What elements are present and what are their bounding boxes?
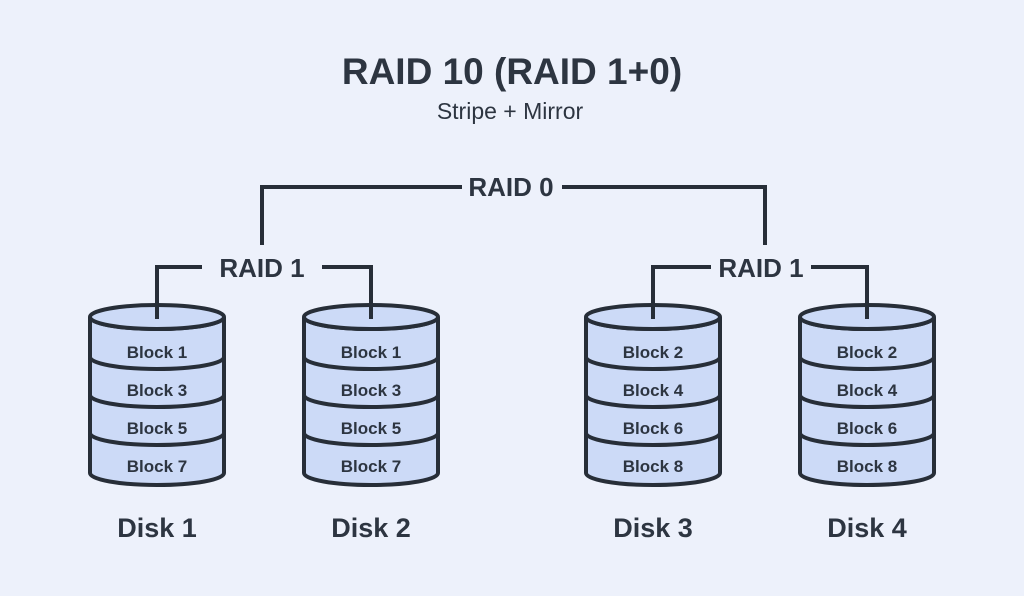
disk-divider xyxy=(88,432,226,447)
raid1-right-connector-disk3 xyxy=(651,265,711,319)
disk-name-label: Disk 3 xyxy=(613,513,693,543)
disk-block-label: Block 4 xyxy=(623,381,684,400)
raid0-label: RAID 0 xyxy=(468,172,553,202)
raid1-left-connector-disk1 xyxy=(155,265,202,319)
disk-block-label: Block 1 xyxy=(341,343,401,362)
disk-divider xyxy=(302,394,440,409)
disk-block-label: Block 7 xyxy=(127,457,187,476)
disk-divider xyxy=(88,394,226,409)
raid1-left-label: RAID 1 xyxy=(219,253,304,283)
disk-4: Block 2 Block 4 Block 6 Block 8 Disk 4 xyxy=(798,303,936,543)
disk-divider xyxy=(798,356,936,371)
disk-divider xyxy=(302,356,440,371)
disk-block-label: Block 5 xyxy=(127,419,187,438)
disk-divider xyxy=(798,432,936,447)
disk-divider xyxy=(798,394,936,409)
disk-block-label: Block 1 xyxy=(127,343,187,362)
disk-block-label: Block 7 xyxy=(341,457,401,476)
disk-divider xyxy=(584,432,722,447)
raid1-right-label: RAID 1 xyxy=(718,253,803,283)
disk-block-label: Block 4 xyxy=(837,381,898,400)
disk-block-label: Block 3 xyxy=(127,381,187,400)
disk-name-label: Disk 1 xyxy=(117,513,197,543)
raid0-connector-left xyxy=(260,185,462,245)
disk-block-label: Block 2 xyxy=(623,343,683,362)
disk-1: Block 1 Block 3 Block 5 Block 7 Disk 1 xyxy=(88,303,226,543)
disk-block-label: Block 3 xyxy=(341,381,401,400)
disk-name-label: Disk 2 xyxy=(331,513,411,543)
disk-divider xyxy=(584,356,722,371)
disk-block-label: Block 2 xyxy=(837,343,897,362)
raid1-right-connector-disk4 xyxy=(811,265,869,319)
disk-block-label: Block 8 xyxy=(623,457,683,476)
disk-3: Block 2 Block 4 Block 6 Block 8 Disk 3 xyxy=(584,303,722,543)
diagram-title: RAID 10 (RAID 1+0) xyxy=(342,51,682,92)
disk-block-label: Block 8 xyxy=(837,457,897,476)
disk-block-label: Block 6 xyxy=(623,419,683,438)
disk-divider xyxy=(584,394,722,409)
disk-block-label: Block 5 xyxy=(341,419,401,438)
raid0-connector-right xyxy=(562,185,767,245)
raid1-left-connector-disk2 xyxy=(322,265,373,319)
disk-divider xyxy=(88,356,226,371)
diagram-subtitle: Stripe + Mirror xyxy=(437,98,584,124)
disk-name-label: Disk 4 xyxy=(827,513,907,543)
disk-block-label: Block 6 xyxy=(837,419,897,438)
disk-2: Block 1 Block 3 Block 5 Block 7 Disk 2 xyxy=(302,303,440,543)
disk-divider xyxy=(302,432,440,447)
